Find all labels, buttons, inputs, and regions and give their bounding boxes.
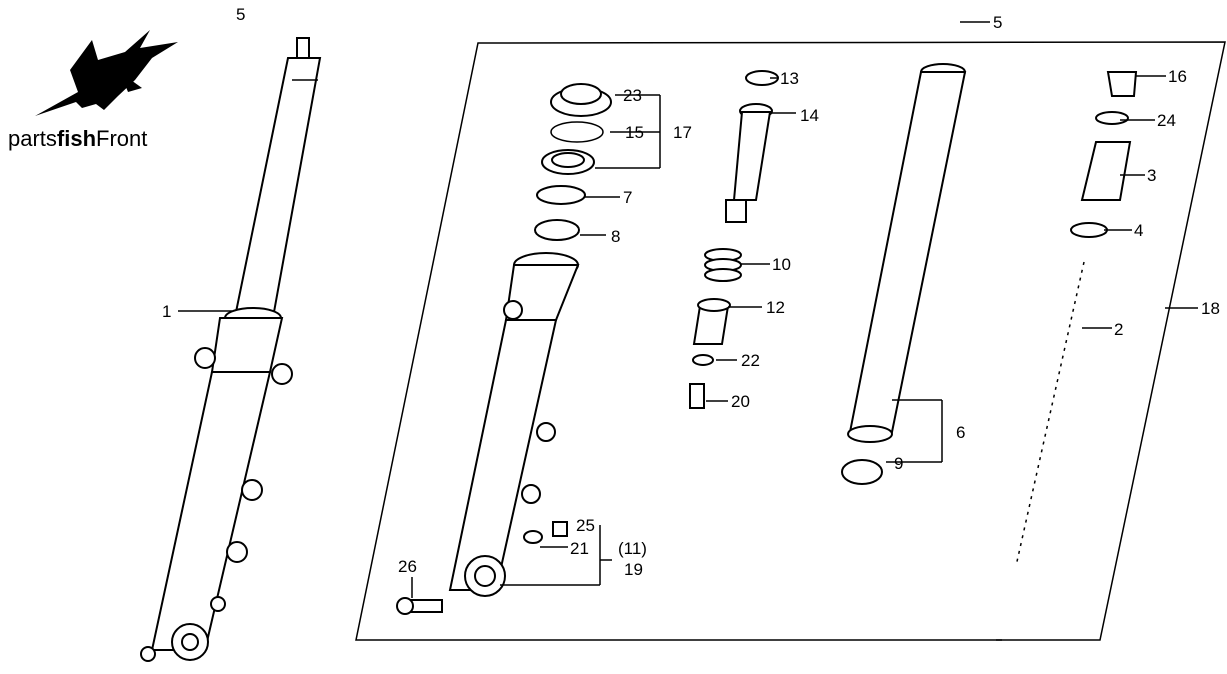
callout-26: 26	[398, 557, 417, 576]
callout-22: 22	[741, 351, 760, 370]
callout-25: 25	[576, 516, 595, 535]
callout-10: 10	[772, 255, 791, 274]
callout-11: (11)	[618, 539, 647, 558]
callout-7: 7	[623, 188, 632, 207]
callout-19: 19	[624, 560, 643, 579]
callout-16: 16	[1168, 67, 1187, 86]
callout-3: 3	[1147, 166, 1156, 185]
callout-23: 23	[623, 86, 642, 105]
assembled-fork	[140, 37, 322, 662]
callout-15: 15	[625, 123, 644, 142]
leader-lines	[178, 21, 1198, 641]
callout-8: 8	[611, 227, 620, 246]
callout-24: 24	[1157, 111, 1176, 130]
outer-slider	[448, 252, 580, 597]
callout-18: 18	[1201, 299, 1220, 318]
damper-rod-parts	[689, 70, 779, 409]
callout-4: 4	[1134, 221, 1143, 240]
callout-1: 1	[162, 302, 171, 321]
callout-12: 12	[766, 298, 785, 317]
callout-5-top-right: 5	[993, 13, 1002, 32]
seal-stack	[534, 83, 612, 241]
callout-9: 9	[894, 454, 903, 473]
fasteners	[396, 521, 568, 615]
spring-assembly	[1015, 71, 1138, 567]
site-logo-text: partsfishFront	[8, 126, 147, 152]
callout-2: 2	[1114, 320, 1123, 339]
logo-text-front: Front	[96, 126, 148, 151]
callout-14: 14	[800, 106, 819, 125]
callout-5-top-left: 5	[236, 5, 245, 24]
inner-tube	[841, 63, 967, 485]
callout-20: 20	[731, 392, 750, 411]
callout-13: 13	[780, 69, 799, 88]
logo-text-parts: parts	[8, 126, 57, 151]
exploded-view-frame	[355, 41, 1226, 641]
callout-6: 6	[956, 423, 965, 442]
swordfish-icon	[35, 30, 178, 116]
callout-17: 17	[673, 123, 692, 142]
callout-21: 21	[570, 539, 589, 558]
logo-text-fish: fish	[56, 126, 97, 151]
